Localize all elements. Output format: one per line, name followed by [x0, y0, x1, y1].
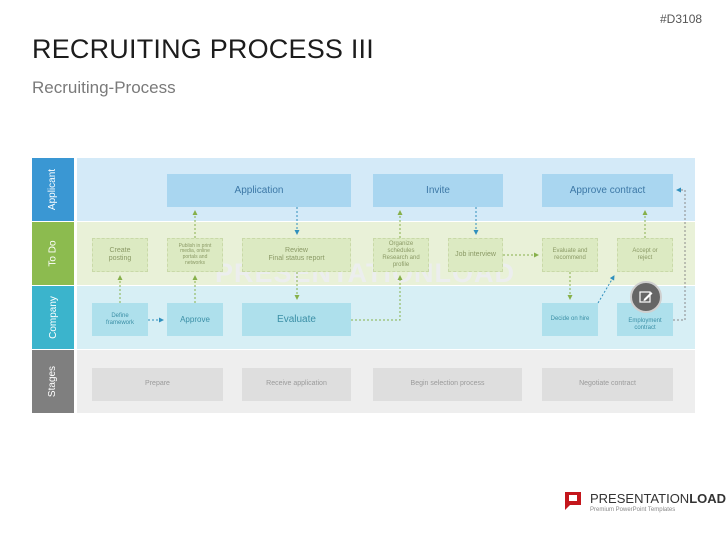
- box-decide-on-hire: Decide on hire: [542, 303, 598, 336]
- box-invite: Invite: [373, 174, 503, 207]
- lane-header-stages: Stages: [32, 350, 74, 413]
- box-application: Application: [167, 174, 351, 207]
- arrow-evaluate-to-organize: [351, 275, 403, 321]
- slide-code: #D3108: [660, 12, 703, 26]
- box-evaluate: Evaluate: [242, 303, 351, 336]
- brand-name-regular: PRESENTATION: [590, 491, 690, 506]
- box-organize: Organize schedules Research and profile: [373, 238, 429, 272]
- lane-header-applicant: Applicant: [32, 158, 74, 221]
- lane-header-todo: To Do: [32, 222, 74, 285]
- arrow-decide-to-accept: [597, 275, 615, 304]
- brand-tagline: Premium PowerPoint Templates: [590, 507, 676, 513]
- lane-header-company: Company: [32, 286, 74, 349]
- stage-begin-selection: Begin selection process: [373, 368, 522, 401]
- box-job-interview: Job interview: [448, 238, 503, 272]
- arrow-contract-loop: [673, 187, 686, 321]
- presentationload-logo-icon: [565, 492, 581, 510]
- box-create-posting: Create posting: [92, 238, 148, 272]
- box-define-framework: Define framework: [92, 303, 148, 336]
- stage-negotiate-contract: Negotiate contract: [542, 368, 673, 401]
- box-accept-reject: Accept or reject: [617, 238, 673, 272]
- box-publish: Publish in print media, online portals a…: [167, 238, 223, 272]
- box-approve: Approve: [167, 303, 223, 336]
- stage-prepare: Prepare: [92, 368, 223, 401]
- box-review: Review Final status report: [242, 238, 351, 272]
- box-approve-contract: Approve contract: [542, 174, 673, 207]
- page-subtitle: Recruiting-Process: [32, 78, 176, 97]
- brand-name: PRESENTATIONLOAD: [590, 491, 726, 506]
- stage-receive-application: Receive application: [242, 368, 351, 401]
- brand-name-bold: LOAD: [689, 491, 727, 506]
- page-title: RECRUITING PROCESS III: [32, 34, 374, 64]
- box-evaluate-recommend: Evaluate and recommend: [542, 238, 598, 272]
- edit-icon[interactable]: [630, 281, 662, 313]
